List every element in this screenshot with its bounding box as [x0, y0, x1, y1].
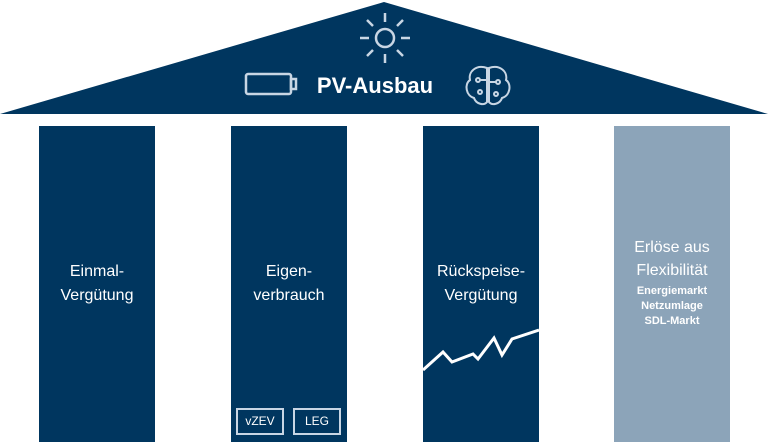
tag-leg: LEG [293, 408, 341, 435]
pillar-label-line1: Eigen- [265, 263, 313, 280]
roof [0, 2, 768, 114]
tag-vzev: vZEV [236, 408, 284, 435]
battery-icon [244, 72, 298, 96]
pillar-label-line2: Vergütung [444, 287, 518, 304]
pillar-label-line1: Einmal- [69, 263, 125, 280]
item-energiemarkt: Energiemarkt [636, 285, 708, 297]
pillar-label-line2: verbrauch [253, 287, 325, 304]
item-sdl-markt: SDL-Markt [644, 315, 700, 327]
pillar-eigenverbrauch: Eigen- verbrauch vZEV LEG [231, 126, 347, 442]
pillar-erloese-flexibilitaet: Erlöse aus Flexibilität Energiemarkt Net… [614, 126, 730, 442]
roof-title: PV-Ausbau [316, 73, 434, 98]
trend-line-icon [423, 328, 539, 372]
pillar-label-line2: Flexibilität [636, 262, 708, 279]
brain-circuit-icon [465, 66, 511, 106]
item-netzumlage: Netzumlage [641, 300, 703, 312]
pillar-label-line1: Rückspeise- [436, 263, 526, 280]
sun-icon [360, 13, 410, 63]
pillar-einmal-verguetung: Einmal- Vergütung [39, 126, 155, 442]
pillar-label-line1: Erlöse aus [634, 239, 710, 256]
pillar-rueckspeise-verguetung: Rückspeise- Vergütung [423, 126, 539, 442]
pillar-label-line2: Vergütung [60, 287, 134, 304]
